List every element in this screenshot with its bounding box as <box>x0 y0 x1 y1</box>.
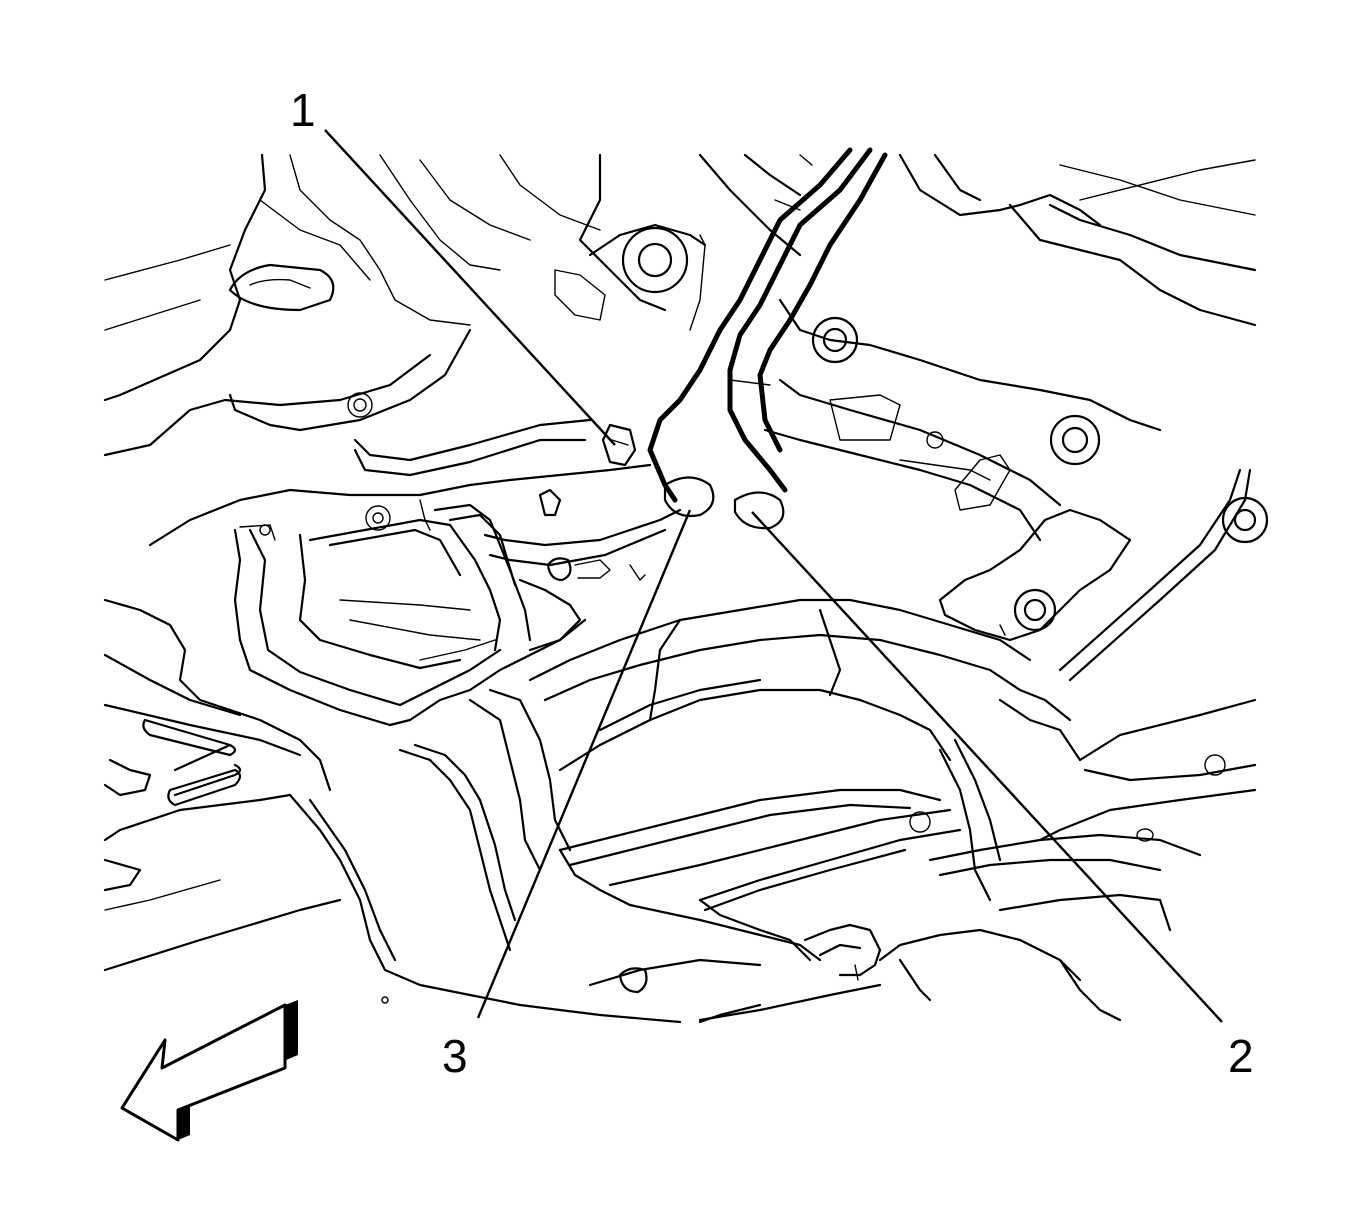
right-side-bracket <box>938 468 1269 842</box>
callout-leaders <box>324 129 1223 1023</box>
leader-1 <box>324 129 616 446</box>
fuel-line-clip <box>353 418 637 477</box>
evap-canister-bracket <box>148 463 682 727</box>
rear-floor-panel-left <box>103 153 601 457</box>
front-direction-arrow-icon <box>120 1000 298 1142</box>
callout-3-label: 3 <box>442 1030 468 1082</box>
lower-left-floor <box>103 598 389 1004</box>
leader-3 <box>476 509 692 1019</box>
callout-2-label: 2 <box>1228 1030 1254 1082</box>
callout-1-label: 1 <box>290 84 316 136</box>
upper-center-panel <box>554 153 813 331</box>
upper-right-panel <box>763 153 1257 542</box>
fuel-lines <box>647 147 888 530</box>
leader-2 <box>751 511 1223 1023</box>
center-tunnel <box>288 598 1257 1024</box>
